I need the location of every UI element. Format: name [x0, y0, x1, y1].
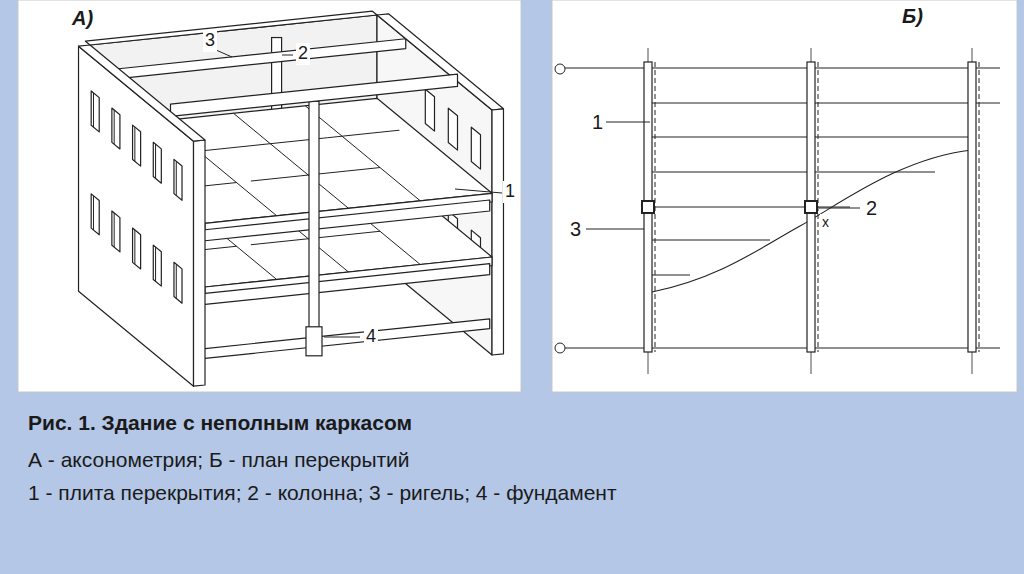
- window: [91, 194, 99, 235]
- leader-line: [606, 122, 650, 123]
- window-reveal: [134, 230, 135, 264]
- girder: [203, 264, 490, 305]
- window-reveal: [155, 247, 156, 281]
- plank-joint: [305, 106, 420, 201]
- slab-joint: [648, 275, 690, 276]
- panel-a: [18, 0, 521, 392]
- wall-edge: [194, 140, 205, 386]
- leader-line: [324, 337, 360, 338]
- column: [309, 101, 319, 331]
- floor-plan: [555, 48, 1000, 374]
- window-reveal: [176, 161, 177, 195]
- window-reveal: [114, 213, 115, 247]
- window: [448, 108, 457, 150]
- foundation: [306, 327, 322, 356]
- plank-joint: [328, 130, 400, 138]
- window: [174, 262, 182, 303]
- caption-line: 1 - плита перекрытия; 2 - колонна; 3 - р…: [28, 480, 617, 505]
- axis-mark: х: [820, 214, 831, 231]
- slab-joint: [648, 240, 770, 241]
- girder: [203, 319, 490, 359]
- slab-joint: [648, 103, 1000, 104]
- plank-joint: [251, 239, 308, 245]
- window: [471, 127, 480, 169]
- callout-number: 3: [568, 217, 583, 241]
- callout-number: 2: [296, 43, 310, 65]
- axis-line: [565, 348, 1000, 349]
- axis-marker: [555, 343, 565, 353]
- window-reveal: [134, 127, 135, 161]
- window: [174, 159, 182, 200]
- callout-number: 1: [590, 110, 605, 134]
- right-wall-edge: [492, 109, 503, 355]
- figure-caption: Рис. 1. Здание с неполным каркасом: [28, 410, 412, 435]
- window: [133, 125, 141, 166]
- window: [112, 211, 120, 252]
- panel-letter: Б): [900, 4, 925, 28]
- panel-letter: А): [70, 6, 95, 30]
- girder: [171, 74, 458, 116]
- back-wall-top: [85, 11, 377, 45]
- caption-line: А - аксонометрия; Б - план перекрытий: [28, 447, 410, 472]
- girder: [119, 39, 406, 79]
- panel-b: [552, 0, 1017, 392]
- callout-number: 3: [203, 30, 217, 52]
- girder-edge: [979, 62, 980, 352]
- window: [133, 228, 141, 269]
- leader-line: [216, 50, 232, 57]
- girder: [968, 62, 976, 352]
- window: [153, 245, 161, 286]
- girder: [203, 200, 490, 241]
- window-reveal: [114, 110, 115, 144]
- window: [112, 108, 120, 149]
- leader-line: [282, 55, 293, 56]
- window-reveal: [93, 93, 94, 127]
- leader-line: [819, 208, 860, 209]
- axonometric-view: [79, 11, 504, 386]
- callout-number: 1: [503, 181, 517, 203]
- window-reveal: [155, 144, 156, 178]
- window: [425, 89, 434, 131]
- left-wall: [79, 46, 194, 386]
- window: [91, 91, 99, 132]
- callout-number: 4: [364, 326, 378, 348]
- column: [805, 201, 817, 213]
- window: [153, 142, 161, 183]
- window-reveal: [93, 196, 94, 230]
- right-wall-top: [377, 14, 503, 110]
- wall-top: [79, 45, 205, 141]
- plank-joint: [251, 175, 308, 181]
- axis-marker: [555, 64, 565, 74]
- column: [642, 201, 654, 213]
- callout-number: 2: [864, 196, 879, 220]
- leader-line: [586, 229, 644, 230]
- window-reveal: [176, 264, 177, 298]
- slab-joint: [648, 172, 935, 173]
- slab-joint: [648, 207, 850, 208]
- leader-line: [455, 189, 502, 193]
- axis-line: [565, 68, 1000, 69]
